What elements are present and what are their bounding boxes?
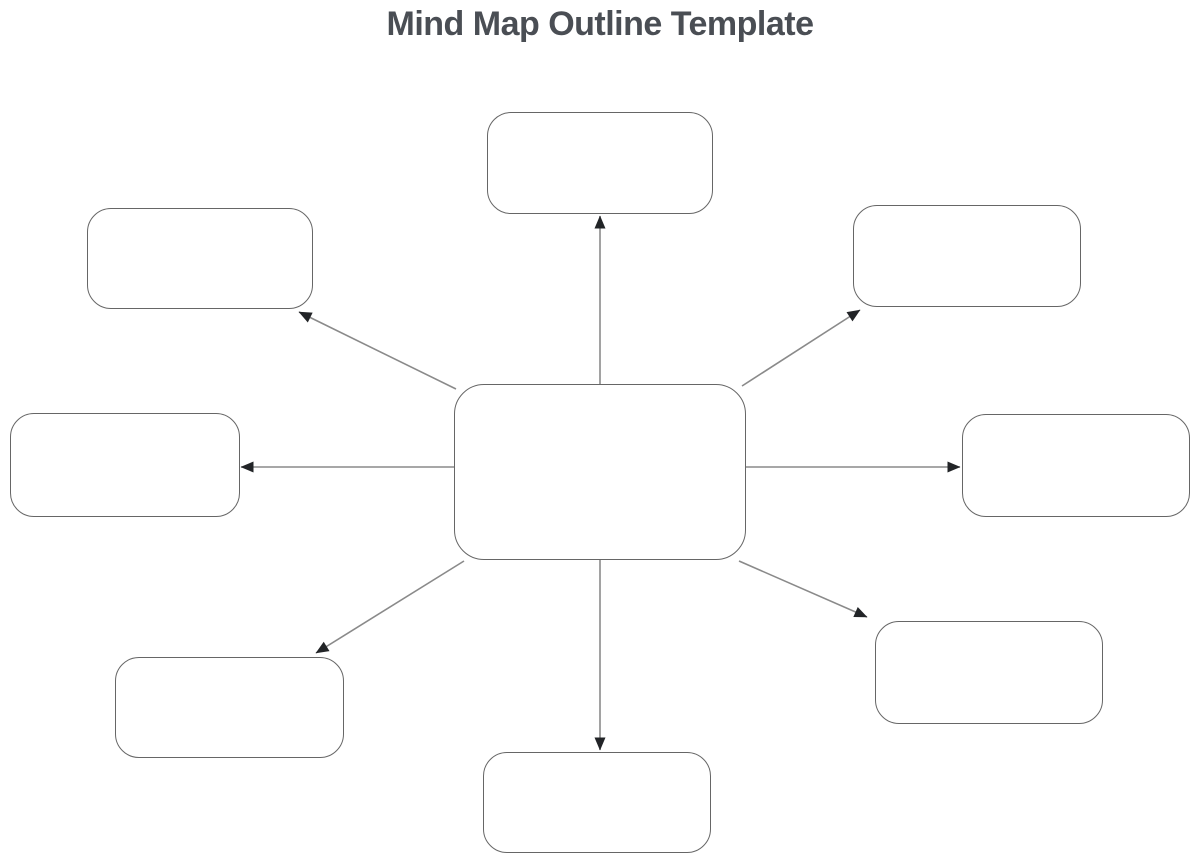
node-branch-left[interactable]	[10, 413, 240, 517]
node-branch-lower-right[interactable]	[875, 621, 1103, 724]
connector-central-to-lower-left	[315, 560, 465, 654]
node-central-topic[interactable]	[454, 384, 746, 560]
node-branch-right[interactable]	[962, 414, 1190, 517]
connector-central-to-upper-left	[298, 311, 457, 390]
node-branch-upper-right[interactable]	[853, 205, 1081, 307]
node-branch-upper-left[interactable]	[87, 208, 313, 309]
connector-central-to-lower-right	[738, 560, 868, 618]
connector-central-to-upper-right	[741, 309, 861, 387]
page-title: Mind Map Outline Template	[386, 5, 815, 43]
node-branch-bottom[interactable]	[483, 752, 711, 853]
node-branch-top[interactable]	[487, 112, 713, 214]
node-branch-lower-left[interactable]	[115, 657, 344, 758]
